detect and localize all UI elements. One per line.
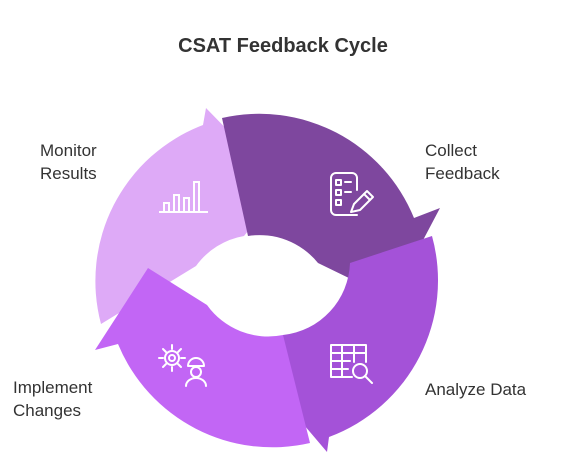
stage-label-implement: Implement Changes (13, 376, 92, 422)
stage-label-line: Monitor (40, 141, 97, 160)
stage-label-line: Results (40, 164, 97, 183)
stage-label-line: Analyze Data (425, 380, 527, 399)
stage-label-collect: Collect Feedback (425, 139, 500, 185)
stage-label-line: Implement (13, 378, 93, 397)
stage-label-line: Changes (13, 401, 82, 420)
stage-label-monitor: Monitor Results (40, 139, 97, 185)
bar-chart-icon (159, 181, 208, 213)
gear-worker-icon (158, 344, 207, 387)
stage-label-line: Feedback (425, 164, 500, 183)
stage-label-analyze: Analyze Data (425, 378, 526, 401)
stage-label-line: Collect (425, 141, 477, 160)
checklist-pencil-icon (330, 172, 374, 216)
segment-implement (95, 268, 310, 448)
table-magnifier-icon (330, 344, 373, 384)
diagram-title: CSAT Feedback Cycle (178, 35, 388, 57)
